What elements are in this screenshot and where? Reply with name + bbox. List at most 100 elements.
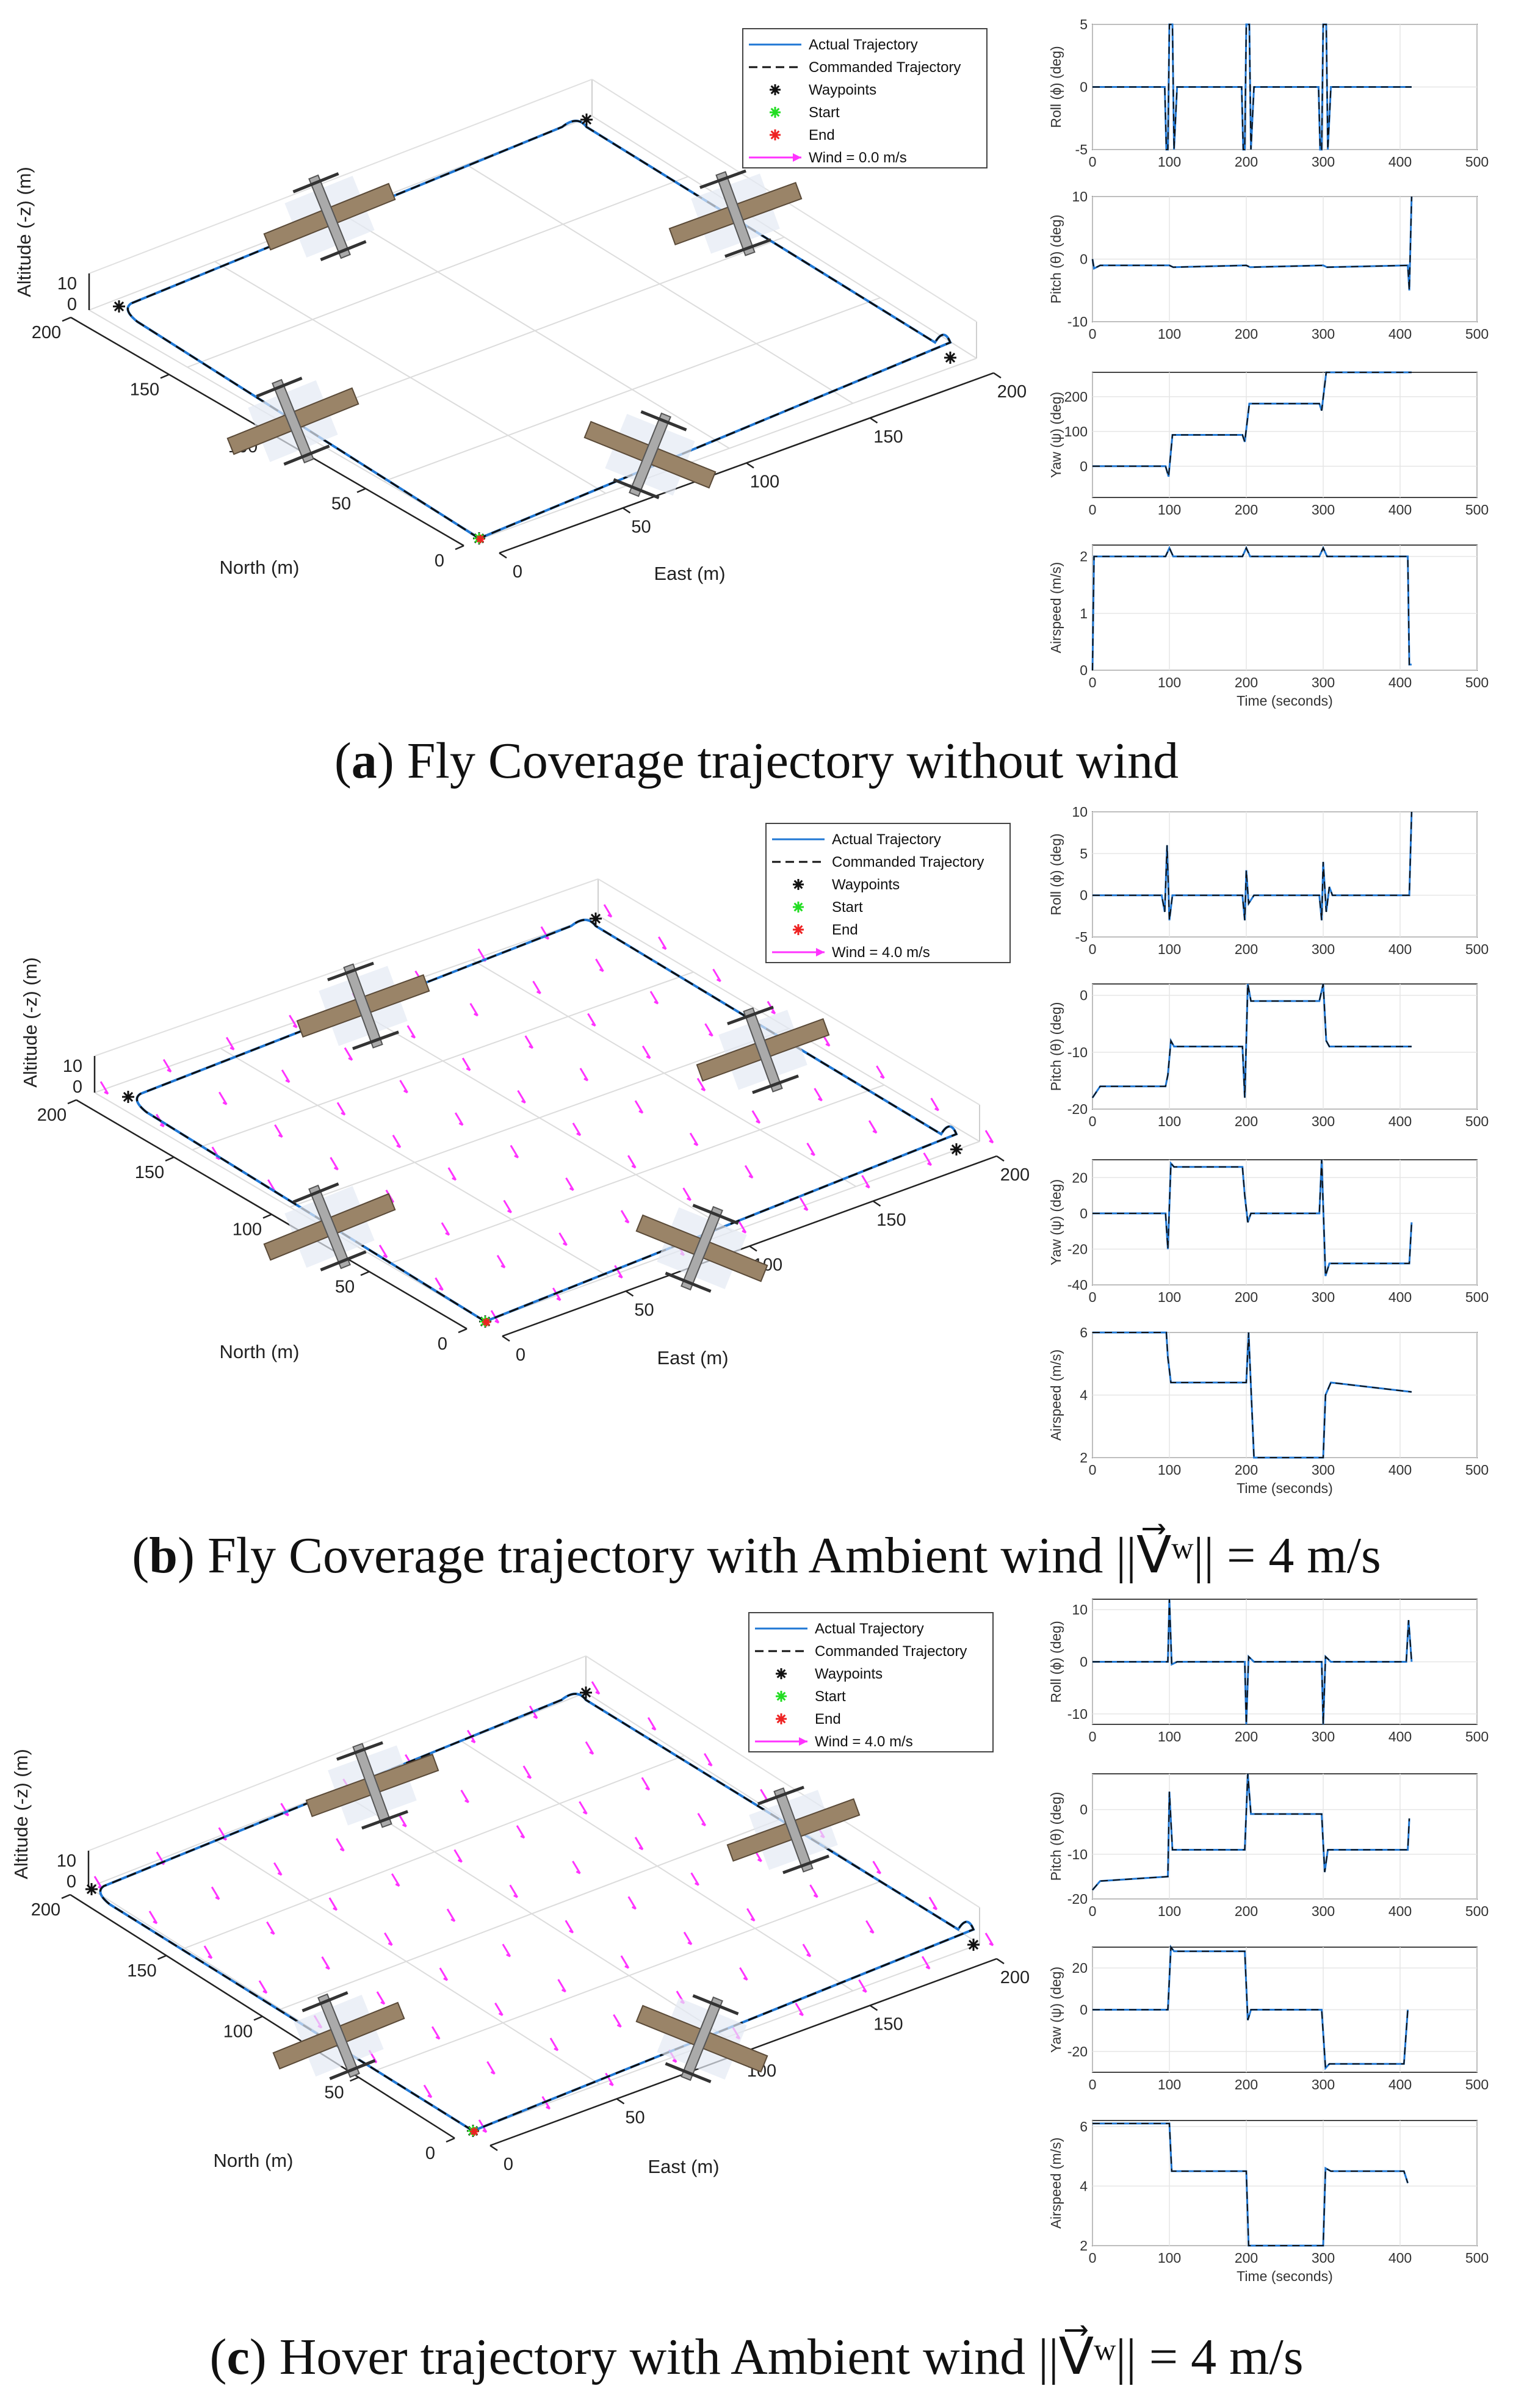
rotor-arm <box>327 961 374 982</box>
wind-arrow-head <box>695 1882 699 1886</box>
grid-line <box>461 1740 854 1992</box>
east-tick <box>996 1155 1005 1162</box>
x-tick-label: 400 <box>1388 941 1412 957</box>
wind-arrow <box>99 1081 109 1094</box>
rotor-arm <box>320 1250 367 1271</box>
series-line-commanded <box>1092 811 1412 920</box>
wind-arrow <box>620 1210 630 1223</box>
north-tick <box>446 2137 455 2143</box>
legend-label: Actual Trajectory <box>815 1621 924 1637</box>
wind-arrow-head <box>757 1859 762 1862</box>
east-axis-label: East (m) <box>648 2156 719 2177</box>
wind-arrow <box>858 1979 867 1993</box>
x-axis-label: Time (seconds) <box>1237 693 1333 709</box>
east-tick <box>872 1200 881 1207</box>
wind-arrow <box>795 2002 804 2016</box>
x-tick-label: 200 <box>1235 674 1258 690</box>
legend-start-marker <box>770 107 781 118</box>
wind-arrow-head <box>507 1210 512 1213</box>
waypoint-marker <box>944 352 956 364</box>
axes-3d <box>67 1056 1005 1342</box>
wind-arrow-head <box>708 1033 713 1037</box>
wind-arrow <box>984 1933 994 1946</box>
wind-arrow <box>697 1812 707 1826</box>
wind-arrow-head <box>544 936 549 940</box>
east-tick <box>869 417 878 424</box>
x-tick-label: 500 <box>1465 1462 1489 1478</box>
plot-frame <box>1092 372 1478 498</box>
model-fuselage <box>681 1996 723 2081</box>
wind-arrow-head <box>817 1097 823 1102</box>
y-axis-label: Yaw (ψ) (deg) <box>1048 392 1064 478</box>
y-axis-label: Roll (ϕ) (deg) <box>1048 1621 1064 1702</box>
x-tick-label: 200 <box>1235 1462 1258 1478</box>
end-marker <box>470 2127 478 2136</box>
wind-arrow-head <box>591 1023 596 1027</box>
series-line-commanded <box>1092 983 1412 1098</box>
wind-arrow-head <box>490 2071 496 2075</box>
wind-arrow-head <box>383 1254 388 1259</box>
wind-arrow-head <box>435 2036 440 2040</box>
x-tick-label: 400 <box>1388 154 1412 170</box>
wind-arrow <box>454 1112 464 1126</box>
grid-line <box>280 1818 783 2010</box>
wind-arrow-head <box>561 1989 566 1993</box>
east-tick <box>625 1290 634 1297</box>
wind-arrow <box>634 1100 644 1114</box>
caption-text: Fly Coverage trajectory without wind <box>406 732 1179 789</box>
wind-arrow-head <box>341 1112 345 1116</box>
legend-label: End <box>832 922 858 938</box>
x-tick-label: 300 <box>1312 2077 1335 2092</box>
y-tick-label: 100 <box>1064 424 1088 439</box>
wind-arrow <box>861 1174 870 1188</box>
wind-arrow <box>344 1047 353 1061</box>
north-tick <box>67 1099 77 1105</box>
legend-waypoint-marker <box>770 84 781 95</box>
x-tick-label: 100 <box>1158 502 1181 518</box>
x-tick-label: 500 <box>1465 674 1489 690</box>
wind-arrow-head <box>632 1906 637 1910</box>
caption-letter: c <box>226 2329 250 2385</box>
marker-stroke <box>770 130 780 140</box>
wind-arrow-head <box>229 1047 234 1050</box>
grid-line <box>591 115 977 359</box>
axes-3d <box>61 1851 1005 2152</box>
altitude-tick-label: 0 <box>73 1077 82 1097</box>
wind-arrow <box>984 1130 994 1143</box>
y-tick-label: 6 <box>1080 1325 1088 1340</box>
x-tick-label: 400 <box>1388 502 1412 518</box>
wind-arrow <box>696 1077 706 1091</box>
wind-arrow-head <box>624 1965 629 1969</box>
quadrotor-model <box>272 1991 405 2080</box>
marker-stroke <box>951 1144 962 1155</box>
y-tick-label: 0 <box>1080 662 1088 678</box>
north-tick <box>350 2077 359 2082</box>
x-tick-label: 500 <box>1465 2250 1489 2266</box>
x-tick-label: 0 <box>1089 1729 1097 1745</box>
wind-arrow <box>682 1187 692 1201</box>
x-tick-label: 500 <box>1465 1113 1489 1129</box>
y-tick-label: 0 <box>1080 1654 1088 1670</box>
legend-label: Wind = 0.0 m/s <box>809 150 907 166</box>
box-edge <box>585 1655 980 1908</box>
rotor-arm <box>361 1810 408 1830</box>
north-tick-label: 0 <box>435 551 444 571</box>
north-tick <box>61 1893 71 1900</box>
box-edge <box>598 878 980 1105</box>
waypoint-marker <box>950 1143 962 1155</box>
floor-grid <box>94 878 980 1322</box>
wind-arrow <box>406 1025 416 1038</box>
series-line-commanded <box>1092 196 1412 291</box>
wind-arrow <box>431 2026 441 2040</box>
y-axis-label: Airspeed (m/s) <box>1048 2138 1064 2229</box>
altitude-tick-label: 0 <box>67 295 77 314</box>
legend-label: Waypoints <box>815 1666 883 1682</box>
model-fuselage <box>629 412 671 497</box>
wind-arrow <box>211 1886 220 1900</box>
altitude-tick-label: 10 <box>63 1057 82 1076</box>
wind-arrow-head <box>662 946 666 950</box>
wind-arrow <box>274 1124 283 1138</box>
